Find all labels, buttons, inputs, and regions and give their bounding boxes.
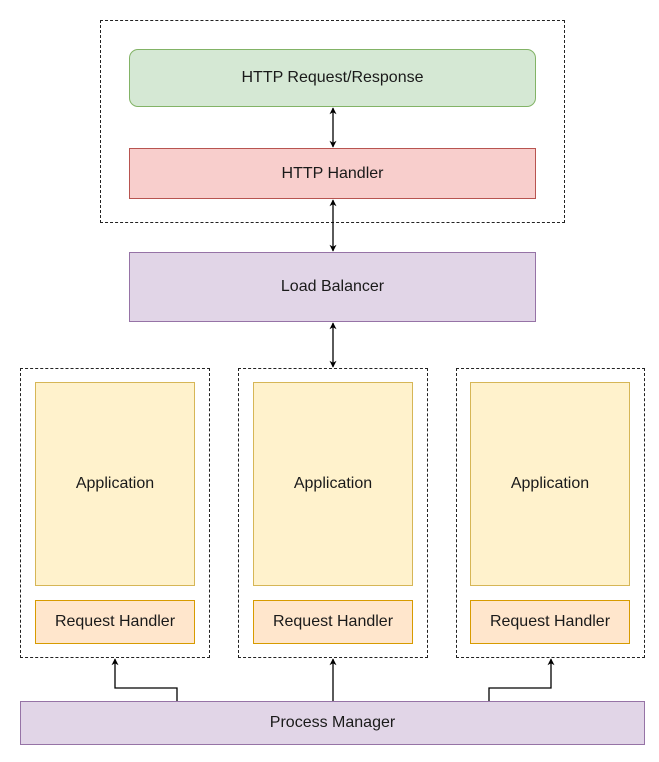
http-request-response-label: HTTP Request/Response	[241, 69, 424, 86]
process-manager-label: Process Manager	[269, 714, 396, 731]
process-manager-node[interactable]: Process Manager	[20, 701, 645, 745]
request-handler-label-1: Request Handler	[54, 613, 176, 630]
request-handler-label-3: Request Handler	[489, 613, 611, 630]
request-handler-node-1[interactable]: Request Handler	[35, 600, 195, 644]
application-node-3[interactable]: Application	[470, 382, 630, 586]
worker-group-3	[456, 368, 645, 658]
edge-process-manager-to-worker-1	[111, 658, 178, 701]
request-handler-node-2[interactable]: Request Handler	[253, 600, 413, 644]
worker-group-2	[238, 368, 428, 658]
edge-process-manager-to-worker-3	[488, 658, 555, 701]
load-balancer-label: Load Balancer	[280, 278, 385, 295]
worker-group-1	[20, 368, 210, 658]
application-label-1: Application	[75, 475, 155, 492]
http-handler-label: HTTP Handler	[281, 164, 384, 182]
application-label-2: Application	[293, 475, 373, 492]
request-handler-node-3[interactable]: Request Handler	[470, 600, 630, 644]
application-node-1[interactable]: Application	[35, 382, 195, 586]
application-label-3: Application	[510, 475, 590, 492]
http-handler-node[interactable]: HTTP Handler	[129, 148, 536, 199]
http-request-response-node[interactable]: HTTP Request/Response	[129, 49, 536, 107]
request-handler-label-2: Request Handler	[272, 613, 394, 630]
load-balancer-node[interactable]: Load Balancer	[129, 252, 536, 322]
application-node-2[interactable]: Application	[253, 382, 413, 586]
